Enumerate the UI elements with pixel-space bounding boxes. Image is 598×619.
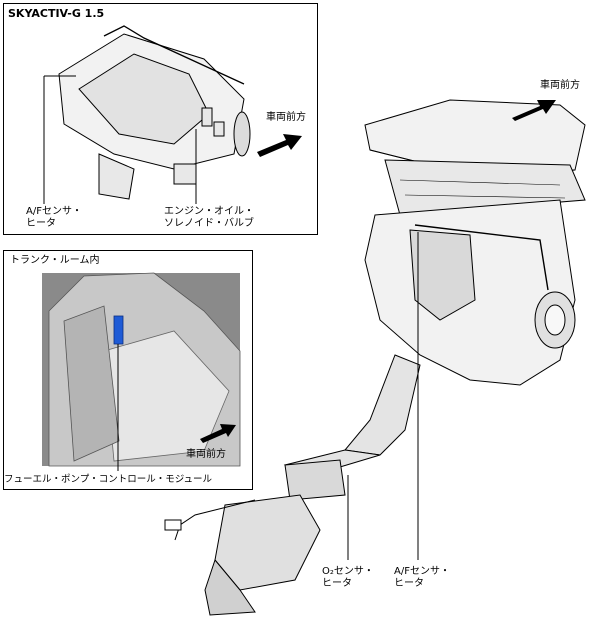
forward-arrow-trunk bbox=[200, 424, 236, 443]
fuel-pump-module bbox=[113, 315, 124, 345]
catalytic-converter bbox=[214, 494, 321, 591]
af-sensor-label-inset: A/Fセンサ・ ヒータ bbox=[26, 206, 82, 229]
trunk-photo bbox=[42, 272, 241, 471]
forward-arrow-main bbox=[512, 100, 556, 121]
flange bbox=[284, 459, 346, 501]
exhaust-downpipe bbox=[344, 354, 421, 456]
inset-trunk: トランク・ルーム内 車両前方 bbox=[3, 250, 253, 490]
fuel-pump-module-label: フューエル・ポンプ・コントロール・モジュール bbox=[4, 474, 213, 485]
inset-top-drawing bbox=[43, 25, 302, 204]
forward-label-trunk: 車両前方 bbox=[186, 449, 226, 460]
inset-skyactiv: SKYACTIV-G 1.5 車両前方 A/Fセンサ・ ヒータ エンジン・オイル… bbox=[3, 3, 318, 235]
forward-label-main: 車両前方 bbox=[540, 80, 580, 91]
forward-arrow-inset bbox=[257, 134, 302, 157]
trunk-inset-title: トランク・ルーム内 bbox=[10, 255, 100, 266]
oil-solenoid-label: エンジン・オイル・ ソレノイド・バルブ bbox=[164, 206, 254, 229]
o2-sensor-label: O₂センサ・ ヒータ bbox=[322, 566, 374, 589]
af-sensor-label-main: A/Fセンサ・ ヒータ bbox=[394, 566, 450, 589]
inset-top-title: SKYACTIV-G 1.5 bbox=[8, 7, 105, 20]
forward-label-inset-top: 車両前方 bbox=[266, 112, 306, 123]
cylinder-head bbox=[384, 159, 586, 216]
